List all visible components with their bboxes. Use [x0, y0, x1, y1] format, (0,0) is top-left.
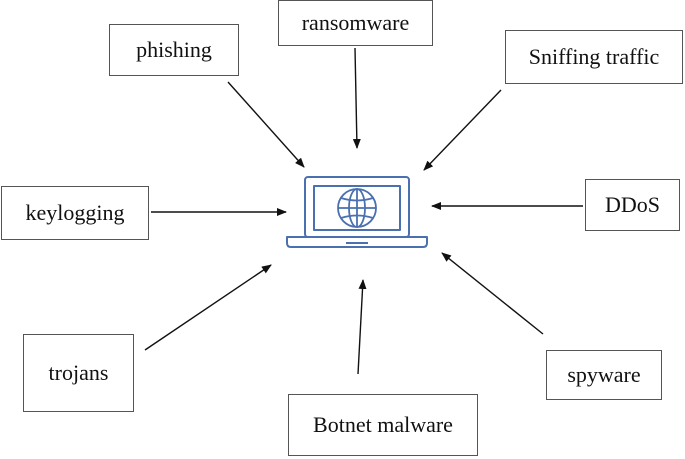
laptop-screen-inner [313, 185, 401, 231]
keylogging-box: keylogging [1, 186, 149, 240]
ddos-box: DDoS [585, 179, 680, 231]
laptop-globe-icon [286, 176, 428, 248]
arrow-ransomware [352, 47, 361, 149]
arrow-spyware [441, 252, 544, 335]
botnet-malware-label: Botnet malware [313, 412, 453, 437]
spyware-label: spyware [567, 362, 641, 387]
ddos-label: DDoS [604, 192, 660, 217]
botnet-malware-box: Botnet malware [288, 394, 478, 456]
spyware-box: spyware [546, 350, 662, 400]
sniffing-traffic-box: Sniffing traffic [505, 30, 683, 84]
globe-icon [337, 188, 377, 228]
sniffing-traffic-label: Sniffing traffic [528, 44, 660, 69]
laptop-base [286, 236, 428, 248]
keylogging-label: keylogging [25, 200, 125, 225]
arrow-sniffing [423, 89, 502, 171]
arrow-phishing [227, 81, 305, 168]
arrow-botnet [357, 279, 367, 375]
trojans-label: trojans [48, 360, 109, 385]
phishing-label: phishing [136, 37, 212, 62]
ransomware-label: ransomware [301, 10, 410, 35]
trojans-box: trojans [23, 334, 134, 412]
arrow-trojans [144, 264, 272, 351]
phishing-box: phishing [109, 24, 239, 76]
ransomware-box: ransomware [278, 0, 433, 46]
